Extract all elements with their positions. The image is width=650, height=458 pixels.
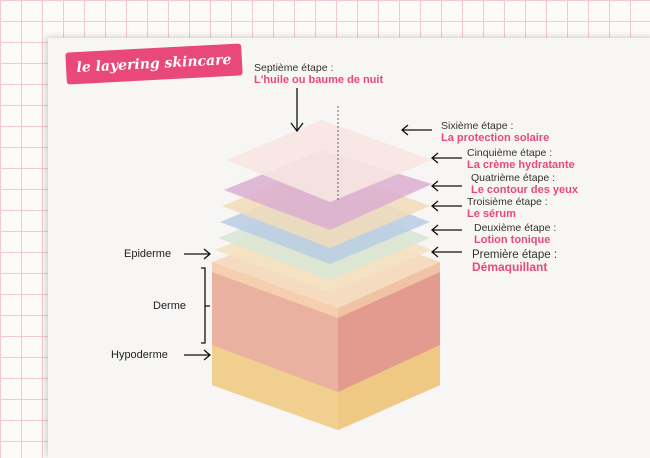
arrow-icons [184, 88, 462, 361]
step-4-label: Quatrième étape :Le contour des yeux [471, 172, 578, 196]
step-6-label: Sixième étape :La protection solaire [441, 120, 550, 144]
dermis-label: Derme [153, 300, 187, 312]
step-7-label: Septième étape :L'huile ou baume de nuit [254, 62, 384, 86]
step-5-label: Cinquième étape :La crème hydratante [467, 147, 575, 171]
step-1-label: Première étape :Démaquillant [472, 249, 558, 274]
layer-protection [226, 120, 432, 202]
step-3-label: Troisième étape :Le sérum [467, 196, 548, 220]
epidermis-label: Epiderme [124, 248, 172, 260]
hypodermis-label: Hypoderme [111, 349, 168, 361]
step-2-label: Deuxième étape :Lotion tonique [474, 222, 557, 246]
